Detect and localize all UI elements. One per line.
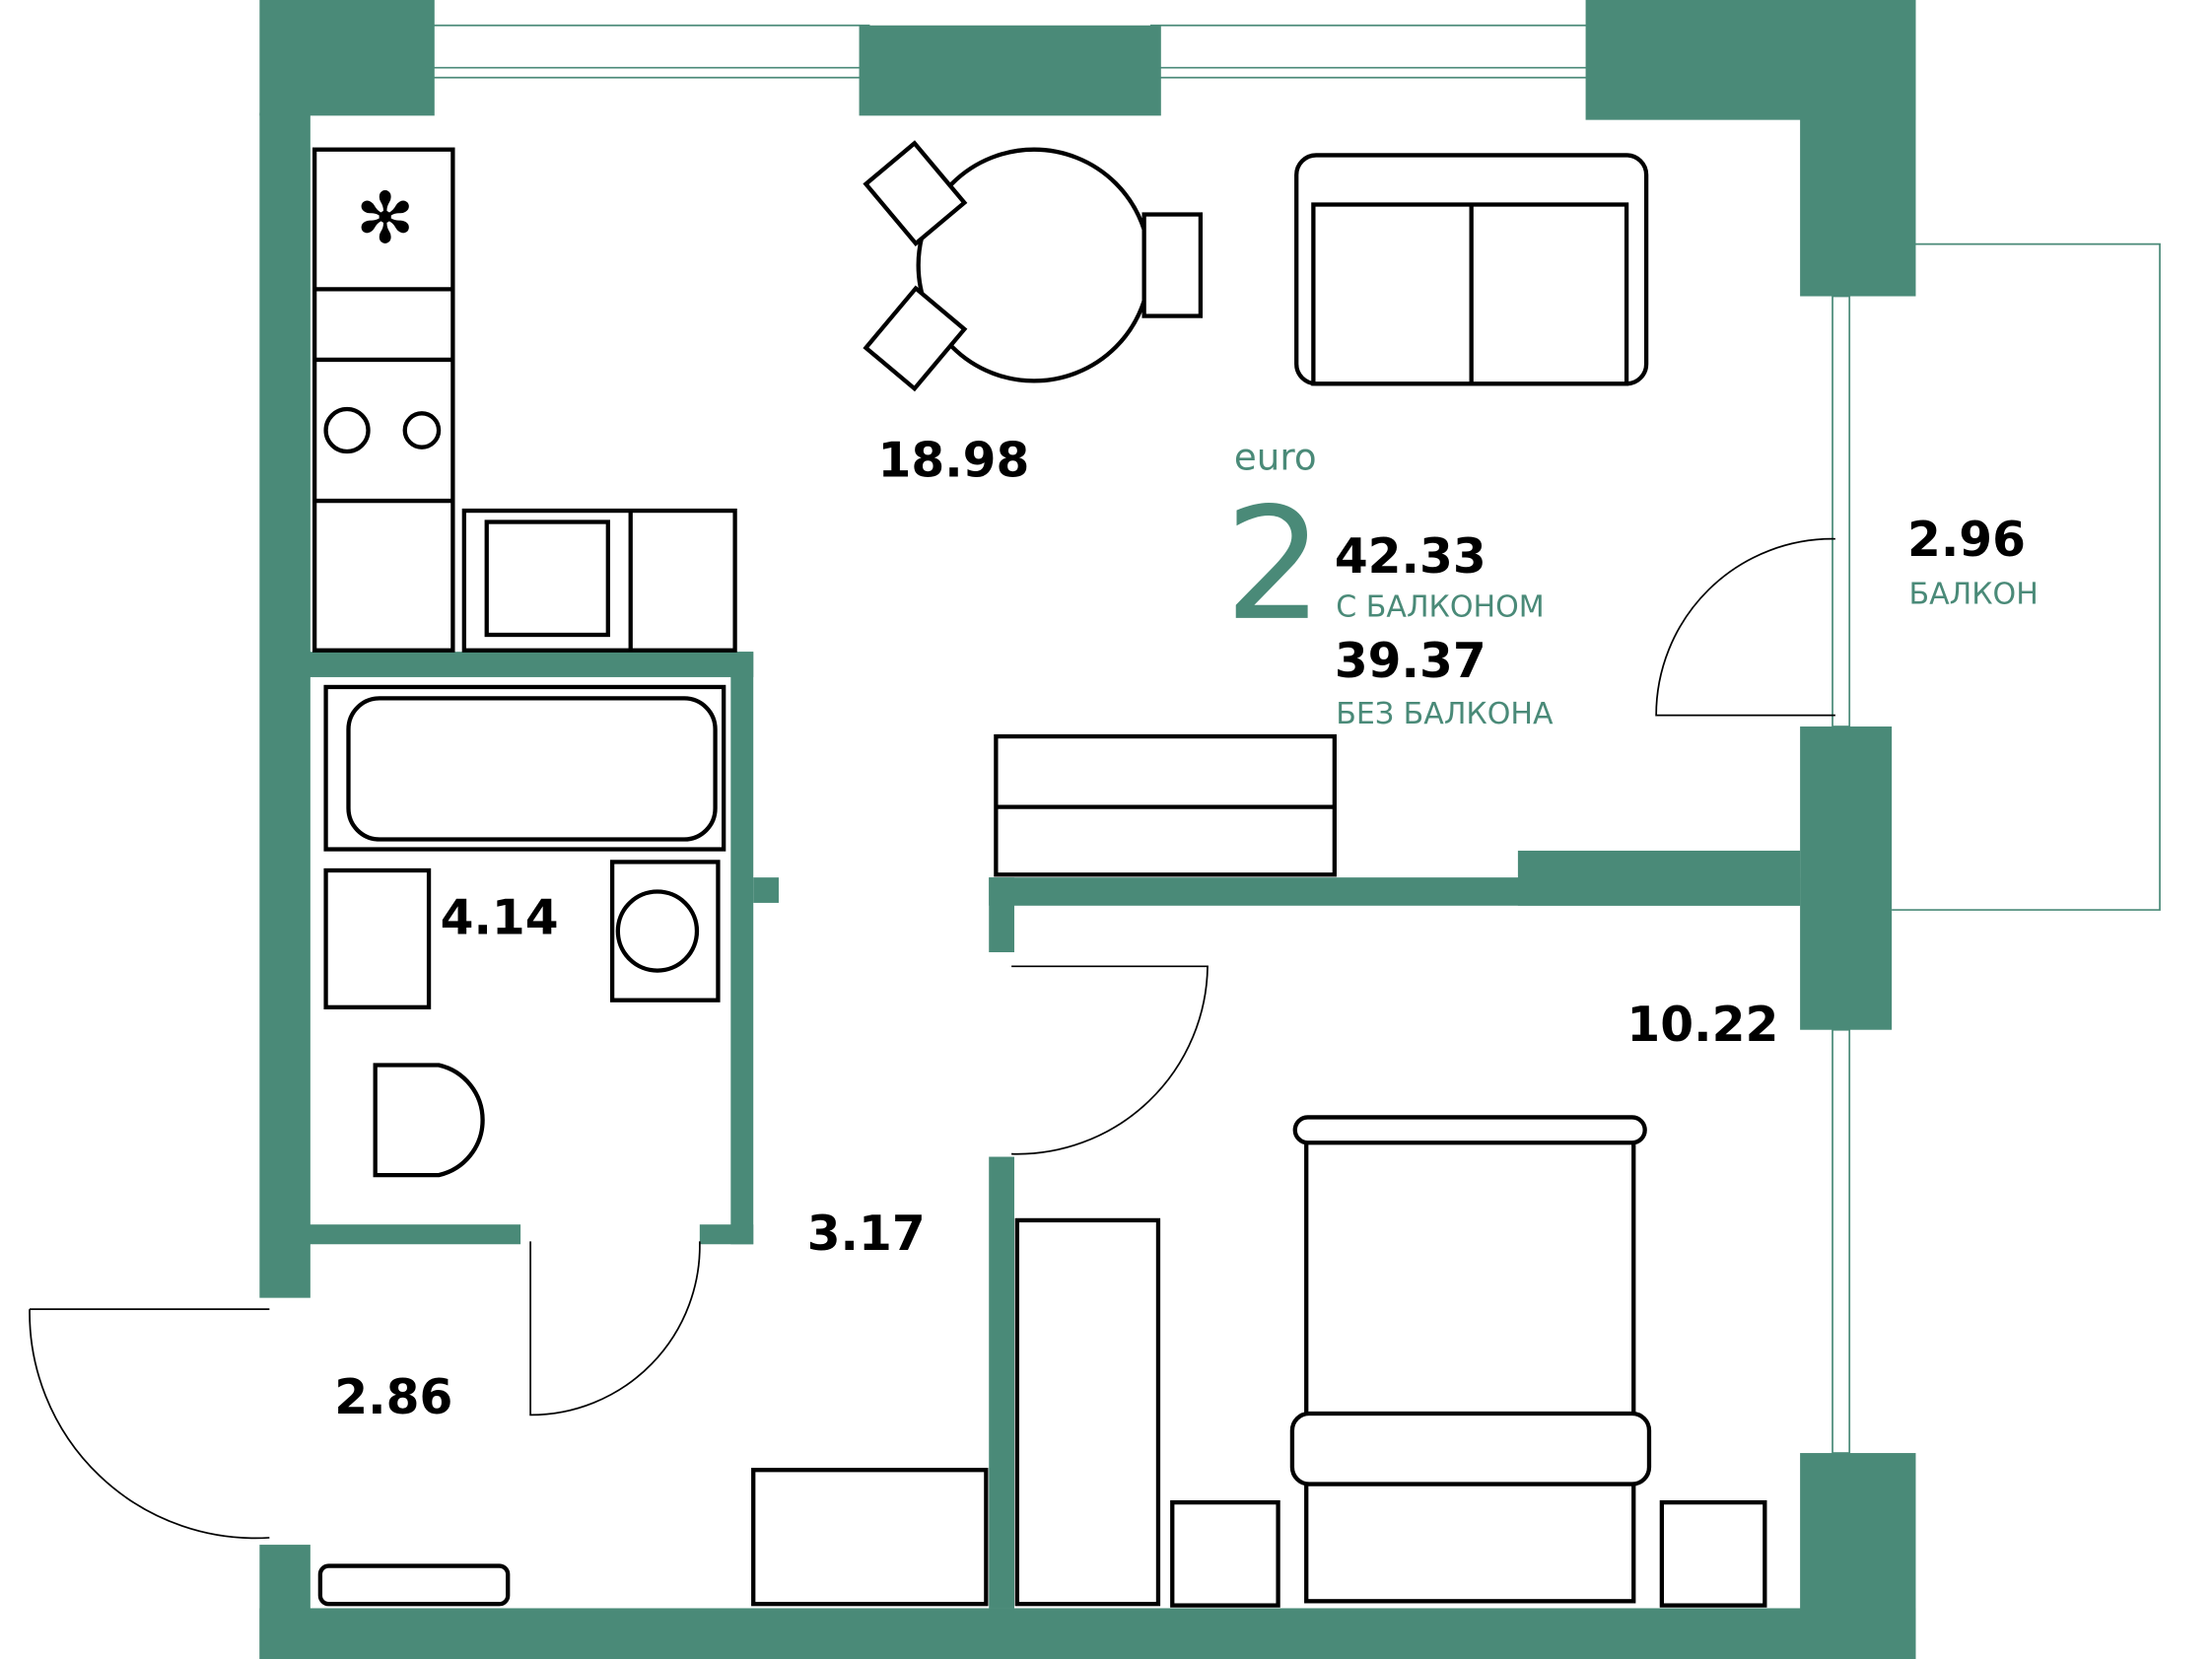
- area-living-kitchen: 18.98: [878, 434, 1030, 489]
- type-label: euro: [1234, 436, 1317, 479]
- area-bedroom: 10.22: [1626, 998, 1778, 1053]
- balcony-label: БАЛКОН: [1908, 578, 2038, 612]
- area-without-balcony: 39.37: [1335, 634, 1486, 689]
- dining-table: [863, 140, 1204, 392]
- sofa: [1294, 153, 1649, 386]
- radiator-living: [994, 733, 1337, 877]
- kitchen-unit: ✻: [311, 147, 737, 653]
- wardrobes: [317, 1217, 1161, 1607]
- area-with-balcony: 42.33: [1335, 529, 1486, 585]
- windows: [423, 24, 2161, 1454]
- snowflake-icon: ✻: [356, 180, 415, 258]
- doors: [29, 537, 1835, 1540]
- with-balcony-label: С БАЛКОНОМ: [1336, 589, 1544, 624]
- area-corridor: 3.17: [807, 1207, 926, 1262]
- rooms-count: 2: [1224, 475, 1323, 656]
- area-bathroom: 4.14: [441, 890, 559, 945]
- bed: [1170, 1115, 1767, 1608]
- bathroom-fixtures: [323, 684, 726, 1178]
- area-balcony: 2.96: [1907, 513, 2026, 568]
- area-hall: 2.86: [334, 1370, 452, 1425]
- without-balcony-label: БЕЗ БАЛКОНА: [1336, 697, 1554, 731]
- balcony-outline: [1892, 242, 2161, 911]
- walls: [259, 0, 1916, 1659]
